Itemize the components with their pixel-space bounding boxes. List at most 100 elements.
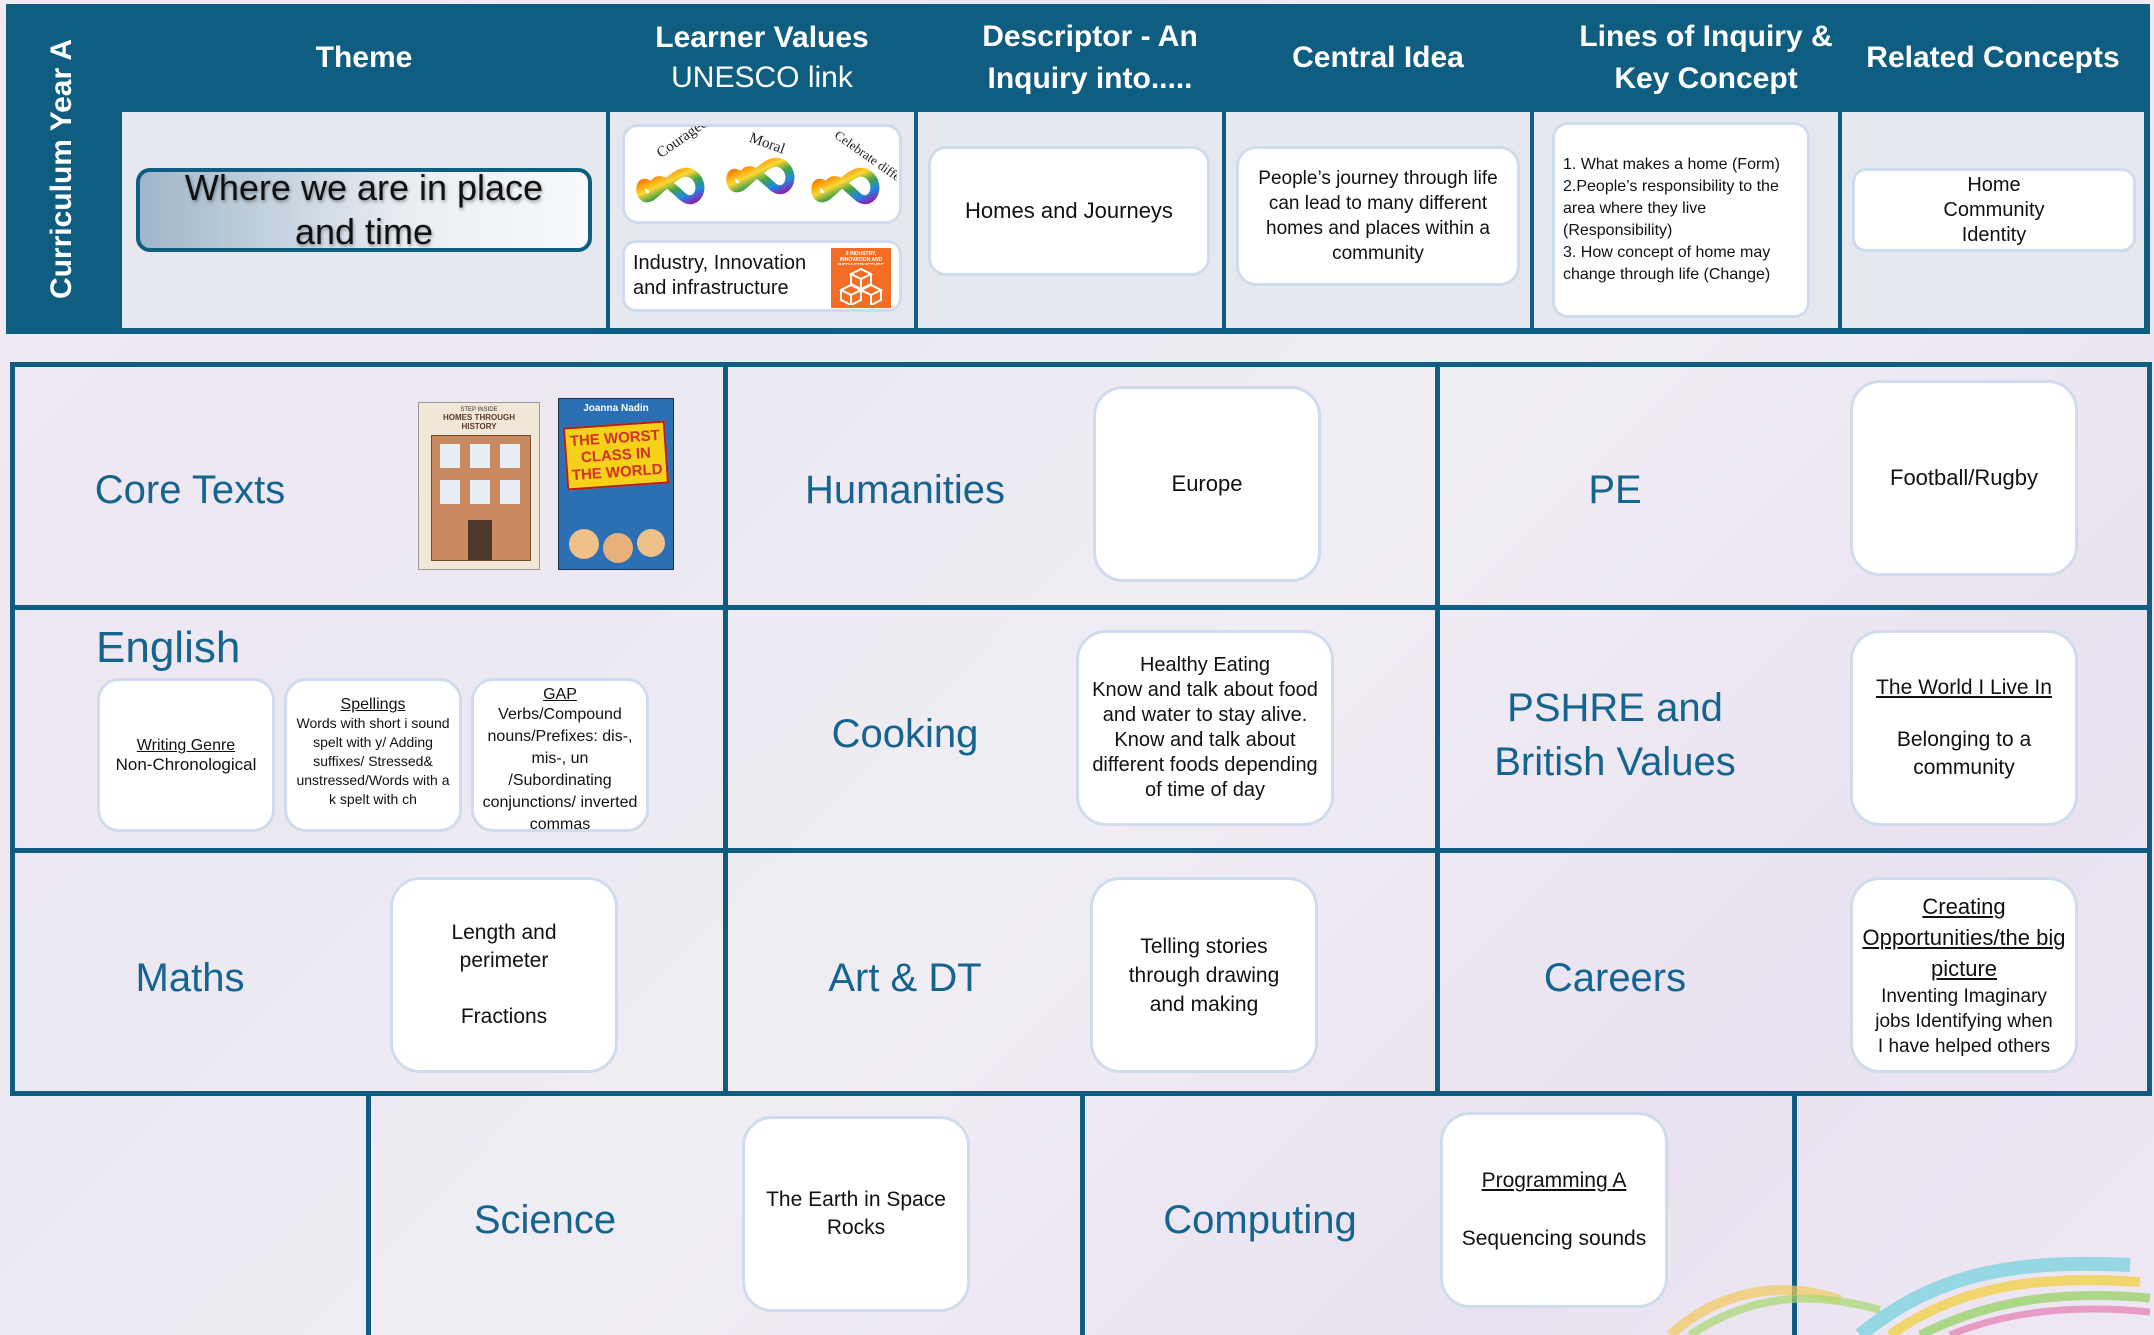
careers-title: Creating Opportunities/the big picture xyxy=(1862,894,2066,981)
core-texts-label: Core Texts xyxy=(94,468,286,512)
humanities-content: Europe xyxy=(1171,471,1243,496)
gap-title: GAP xyxy=(543,686,577,703)
cooking-line-2: Know and talk about food and water to st… xyxy=(1092,679,1318,726)
pe-label: PE xyxy=(1588,468,1642,512)
descriptor-text: Homes and Journeys xyxy=(965,198,1173,223)
header-theme: Theme xyxy=(315,41,413,74)
theme-box: Where we are in place and time xyxy=(136,167,592,252)
grid-line xyxy=(1792,1091,1797,1335)
gap-box: GAP Verbs/Compound nouns/Prefixes: dis-,… xyxy=(471,678,649,833)
careers-box: Creating Opportunities/the big picture I… xyxy=(1850,877,2078,1073)
infinity-icon-celebrate xyxy=(811,167,880,205)
science-label: Science xyxy=(473,1198,617,1242)
grid-line xyxy=(1435,362,1440,1096)
computing-label: Computing xyxy=(1163,1198,1357,1242)
art-box: Telling stories through drawing and maki… xyxy=(1090,877,1318,1073)
art-label: Art & DT xyxy=(828,956,982,1000)
careers-label: Careers xyxy=(1543,956,1687,1000)
inquiry-line-2: 2.People’s responsibility to the area wh… xyxy=(1563,178,1779,239)
cooking-label: Cooking xyxy=(831,712,979,756)
pshre-label: PSHRE and British Values xyxy=(1494,686,1736,784)
spellings-title: Spellings xyxy=(340,696,406,713)
writing-genre-title: Writing Genre xyxy=(136,737,236,754)
unesco-box: Industry, Innovation and infrastructure … xyxy=(622,240,902,312)
maths-box: Length and perimeter Fractions xyxy=(390,877,618,1073)
book1-title: HOMES THROUGH HISTORY xyxy=(443,413,515,431)
grid-line xyxy=(723,362,728,1096)
concept-community: Community xyxy=(1943,198,2045,221)
lines-of-inquiry-box: 1. What makes a home (Form) 2.People’s r… xyxy=(1552,122,1810,318)
careers-text: Inventing Imaginary jobs Identifying whe… xyxy=(1875,986,2053,1057)
value-celebrate: Celebrate difference xyxy=(832,127,897,200)
header-related-concepts: Related Concepts xyxy=(1866,41,2120,74)
grid-line xyxy=(10,362,15,1096)
book-cover-worst-class: Joanna Nadin THE WORST CLASS IN THE WORL… xyxy=(558,398,674,570)
humanities-label: Humanities xyxy=(804,468,1006,512)
unesco-text: Industry, Innovation and infrastructure xyxy=(633,252,807,299)
book-cover-homes-through-history: STEP INSIDE HOMES THROUGH HISTORY xyxy=(418,402,540,570)
central-idea-cell: People’s journey through life can lead t… xyxy=(1226,112,1530,328)
science-line-1: The Earth in Space xyxy=(766,1188,946,1211)
decorative-swash xyxy=(1666,1256,2151,1335)
infinity-icons: Courageous Moral Celebrate difference xyxy=(636,126,897,205)
maths-line-2: Fractions xyxy=(460,1005,548,1028)
concept-identity: Identity xyxy=(1961,223,2027,246)
spellings-text: Words with short i sound spelt with y/ A… xyxy=(296,715,450,807)
year-label-cell: Curriculum Year A xyxy=(6,4,118,334)
computing-text: Sequencing sounds xyxy=(1461,1227,1647,1250)
book2-author: Joanna Nadin xyxy=(583,403,649,414)
header-central-idea: Central Idea xyxy=(1292,41,1464,74)
cooking-box: Healthy Eating Know and talk about food … xyxy=(1076,630,1334,826)
header-descriptor: Descriptor - An Inquiry into..... xyxy=(982,20,1198,95)
maths-line-1: Length and perimeter xyxy=(451,921,557,972)
value-moral: Moral xyxy=(747,130,787,158)
humanities-box: Europe xyxy=(1093,386,1321,582)
descriptor-cell: Homes and Journeys xyxy=(918,112,1222,328)
lines-of-inquiry-cell: 1. What makes a home (Form) 2.People’s r… xyxy=(1534,112,1838,328)
cubes-icon xyxy=(838,267,884,307)
theme-cell: Where we are in place and time xyxy=(122,112,606,328)
header-learner-values: Learner Values UNESCO link xyxy=(610,8,914,108)
central-idea-box: People’s journey through life can lead t… xyxy=(1236,146,1520,286)
pshre-text: Belonging to a community xyxy=(1896,728,2032,779)
related-concepts-box: Home Community Identity xyxy=(1852,168,2136,252)
computing-title: Programming A xyxy=(1481,1169,1627,1192)
header-unesco: UNESCO link xyxy=(671,61,853,94)
computing-box: Programming A Sequencing sounds xyxy=(1440,1112,1668,1308)
pe-content: Football/Rugby xyxy=(1890,465,2038,490)
header-learner-values-title: Learner Values xyxy=(655,21,869,54)
grid-line xyxy=(366,1091,371,1335)
cooking-line-4: of time of day xyxy=(1144,779,1266,801)
learner-values-cell: Courageous Moral Celebrate difference In… xyxy=(610,112,914,328)
grid-line xyxy=(10,605,2152,610)
sdg-badge-text: 9 INDUSTRY, INNOVATION AND INFRASTRUCTUR… xyxy=(838,251,884,265)
central-idea-text: People’s journey through life can lead t… xyxy=(1258,168,1498,264)
book1-top: STEP INSIDE xyxy=(460,407,498,413)
inquiry-line-3: 3. How concept of home may change throug… xyxy=(1563,244,1771,283)
sdg-9-icon: 9 INDUSTRY, INNOVATION AND INFRASTRUCTUR… xyxy=(831,248,891,308)
english-label: English xyxy=(96,623,241,672)
descriptor-box: Homes and Journeys xyxy=(928,146,1210,276)
pe-box: Football/Rugby xyxy=(1850,380,2078,576)
pshre-title: The World I Live In xyxy=(1876,676,2052,699)
spellings-box: Spellings Words with short i sound spelt… xyxy=(284,678,462,832)
concept-home: Home xyxy=(1967,173,2021,196)
related-concepts-cell: Home Community Identity xyxy=(1842,112,2144,328)
science-line-2: Rocks xyxy=(826,1216,886,1239)
cooking-line-3: Know and talk about different foods depe… xyxy=(1092,729,1318,776)
grid-line xyxy=(10,362,2152,367)
cooking-line-1: Healthy Eating xyxy=(1139,654,1271,676)
writing-genre-box: Writing Genre Non-Chronological xyxy=(97,678,275,832)
inquiry-line-1: 1. What makes a home (Form) xyxy=(1563,156,1780,173)
writing-genre-text: Non-Chronological xyxy=(115,755,257,774)
gap-text: Verbs/Compound nouns/Prefixes: dis-, mis… xyxy=(482,706,638,833)
theme-text: Where we are in place and time xyxy=(184,167,544,252)
year-label: Curriculum Year A xyxy=(45,38,79,300)
science-box: The Earth in Space Rocks xyxy=(742,1116,970,1312)
header-lines-of-inquiry: Lines of Inquiry & Key Concept xyxy=(1579,20,1833,95)
learner-values-box: Courageous Moral Celebrate difference xyxy=(622,124,902,224)
pshre-box: The World I Live In Belonging to a commu… xyxy=(1850,630,2078,826)
value-courageous: Courageous xyxy=(654,126,722,162)
grid-line xyxy=(1080,1091,1085,1335)
infinity-icon-moral xyxy=(726,157,795,195)
